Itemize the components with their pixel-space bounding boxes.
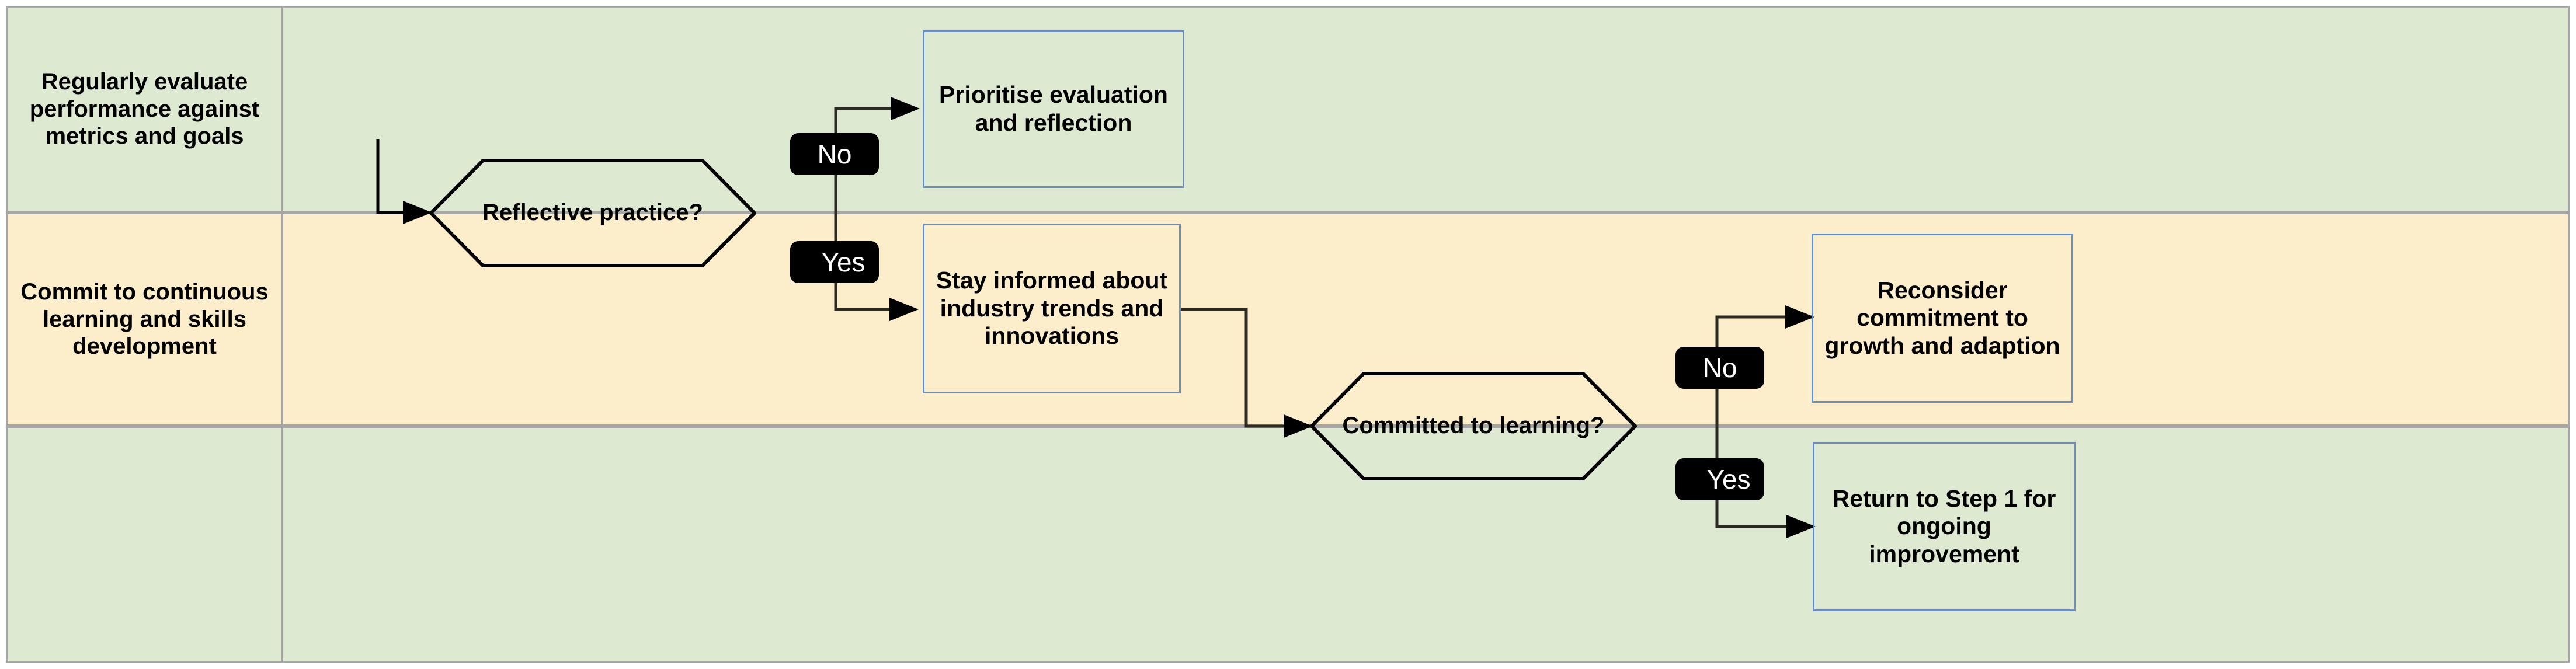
box-stay-informed[interactable]: Stay informed about industry trends and … (923, 224, 1181, 393)
swimlane-row-3 (6, 426, 2570, 663)
decision-reflective-practice[interactable]: Reflective practice? (429, 159, 756, 267)
decision-committed-to-learning[interactable]: Committed to learning? (1310, 372, 1637, 480)
edge-label-committed-no-text: No (1702, 353, 1737, 383)
box-prioritise-evaluation[interactable]: Prioritise evaluation and reflection (923, 30, 1184, 188)
edge-label-committed-no: No (1675, 347, 1764, 389)
edge-label-reflective-no: No (790, 133, 879, 175)
swimlane-row-2 (6, 212, 2570, 426)
swimlane-label-1: Regularly evaluate performance against m… (8, 8, 283, 211)
swimlane-label-3 (8, 428, 283, 661)
edge-label-committed-yes-text: Yes (1706, 464, 1751, 494)
edge-label-committed-yes: Yes (1675, 458, 1764, 500)
swimlane-row-1 (6, 6, 2570, 212)
swimlane-label-2: Commit to continuous learning and skills… (8, 214, 283, 424)
edge-label-reflective-yes-text: Yes (821, 247, 865, 277)
edge-label-reflective-yes: Yes (790, 241, 879, 283)
box-reconsider-commitment[interactable]: Reconsider commitment to growth and adap… (1812, 234, 2073, 403)
edge-label-reflective-no-text: No (817, 139, 852, 169)
box-return-to-step-1[interactable]: Return to Step 1 for ongoing improvement (1813, 442, 2076, 611)
